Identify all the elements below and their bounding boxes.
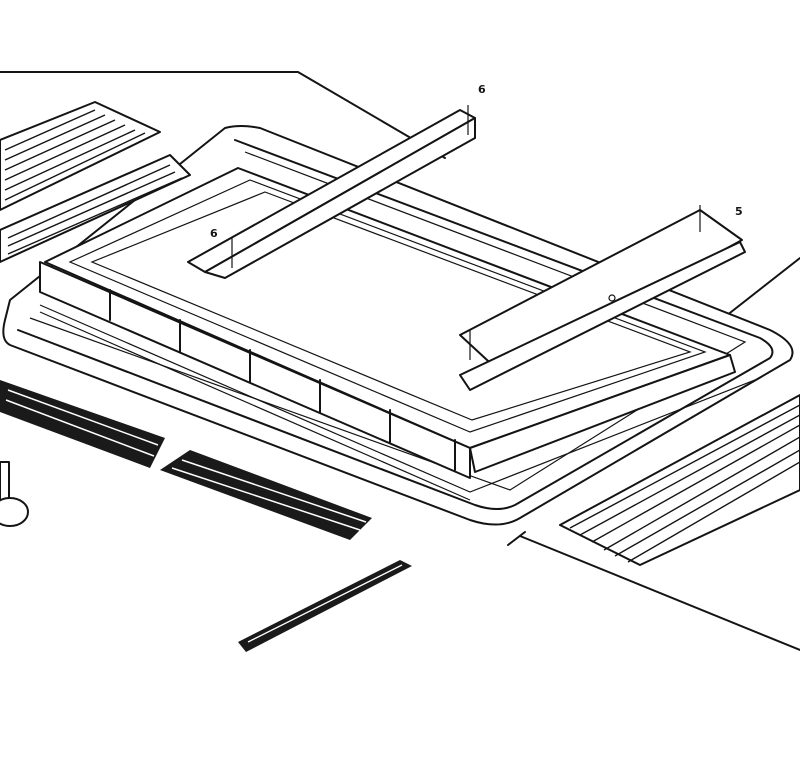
pin <box>507 531 526 546</box>
crank-knob <box>0 461 29 527</box>
front-wall <box>39 261 761 501</box>
vent-panel-bottom-right <box>559 394 800 566</box>
vent-panel-bottom-left <box>0 380 165 468</box>
callout-6-top: 6 <box>478 83 486 96</box>
vent-panel-bottom-center <box>160 450 372 540</box>
callouts: 6 6 5 <box>210 83 743 240</box>
vent-panel-top-left <box>0 101 161 211</box>
leader-line-top-left <box>0 71 446 159</box>
crossbar-6-top <box>187 105 476 279</box>
callout-5: 5 <box>735 205 743 218</box>
vent-panel-left <box>0 154 191 263</box>
leader-line-bottom-right <box>519 535 800 651</box>
crossbar-5-right <box>459 205 746 391</box>
seal-strip <box>238 560 412 652</box>
callout-6-left: 6 <box>210 227 218 240</box>
